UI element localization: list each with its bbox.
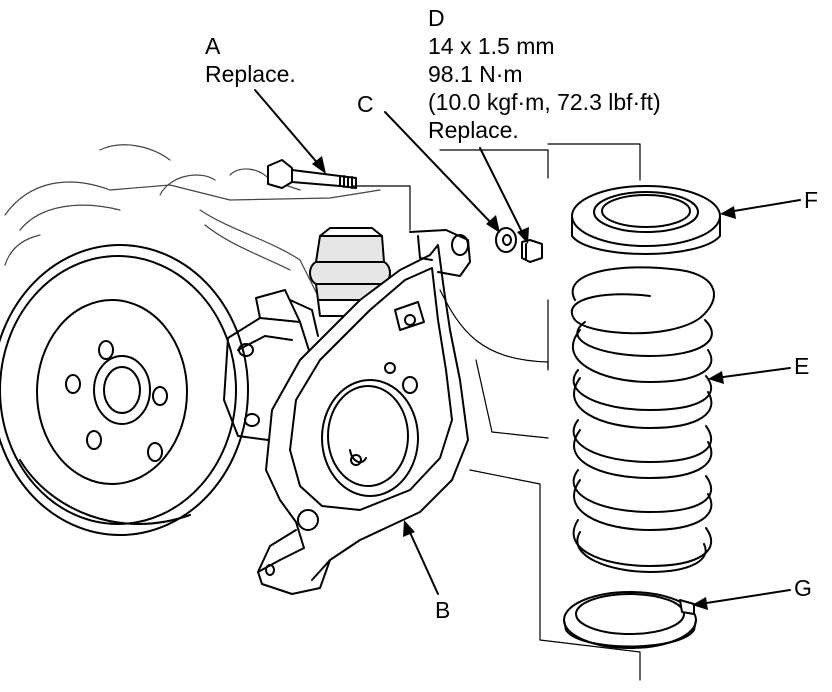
lower-spring-seat <box>563 591 697 649</box>
coil-spring <box>571 266 715 573</box>
callout-c-letter: C <box>357 91 374 117</box>
leader-arrows <box>254 89 801 610</box>
callout-d-torque-alt: (10.0 kgf·m, 72.3 lbf·ft) <box>428 89 661 115</box>
brake-disc <box>0 244 249 536</box>
flange-nut <box>521 239 543 263</box>
callout-b-letter: B <box>435 597 451 623</box>
callout-a-note: Replace. <box>205 61 296 87</box>
vehicle-body-structure <box>4 144 381 301</box>
callout-a-letter: A <box>205 33 221 59</box>
callout-g-letter: G <box>794 575 812 601</box>
callout-d-note: Replace. <box>428 117 519 143</box>
callout-d-size: 14 x 1.5 mm <box>428 33 555 59</box>
upper-spring-seat <box>571 185 721 255</box>
callout-e-letter: E <box>794 353 810 379</box>
callout-a: A Replace. <box>205 32 296 88</box>
lower-arm <box>257 244 469 595</box>
callout-d-letter: D <box>428 5 445 31</box>
callout-d-torque: 98.1 N·m <box>428 61 523 87</box>
bolt <box>267 159 357 189</box>
washer <box>495 227 517 253</box>
mount-bracket <box>409 229 471 277</box>
callout-f-letter: F <box>804 187 819 213</box>
callout-d: D 14 x 1.5 mm 98.1 N·m (10.0 kgf·m, 72.3… <box>428 4 661 144</box>
alignment-lines <box>352 143 641 681</box>
